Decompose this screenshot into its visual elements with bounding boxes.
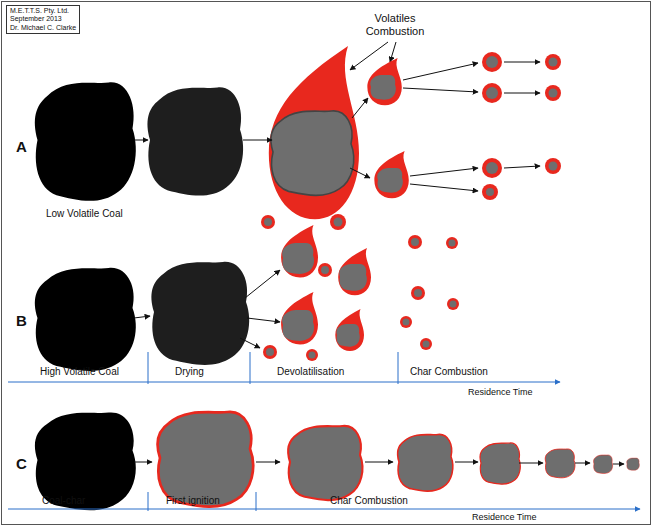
credit-line: Dr. Michael C. Clarke [10,24,76,32]
callout-label: Volatiles Combustion [360,12,430,37]
axis-label: Residence Time [468,387,533,397]
stage-label: Devolatilisation [277,366,344,378]
coal-label: Low Volatile Coal [46,208,123,220]
credits-box: M.E.T.T.S. Pty. Ltd.September 2013Dr. Mi… [6,5,80,34]
stage-label: Char Combustion [330,495,408,507]
stage-label: Drying [175,366,204,378]
credit-line: September 2013 [10,15,76,23]
row-letter: C [16,455,27,472]
stage-label: Char Combustion [410,366,488,378]
axis-label: Residence Time [472,512,537,522]
coal-label: Coal-char [42,495,85,507]
stage-label: First ignition [166,495,220,507]
credit-line: M.E.T.T.S. Pty. Ltd. [10,7,76,15]
row-letter: A [16,138,27,155]
coal-label: High Volatile Coal [40,366,119,378]
row-letter: B [16,312,27,329]
